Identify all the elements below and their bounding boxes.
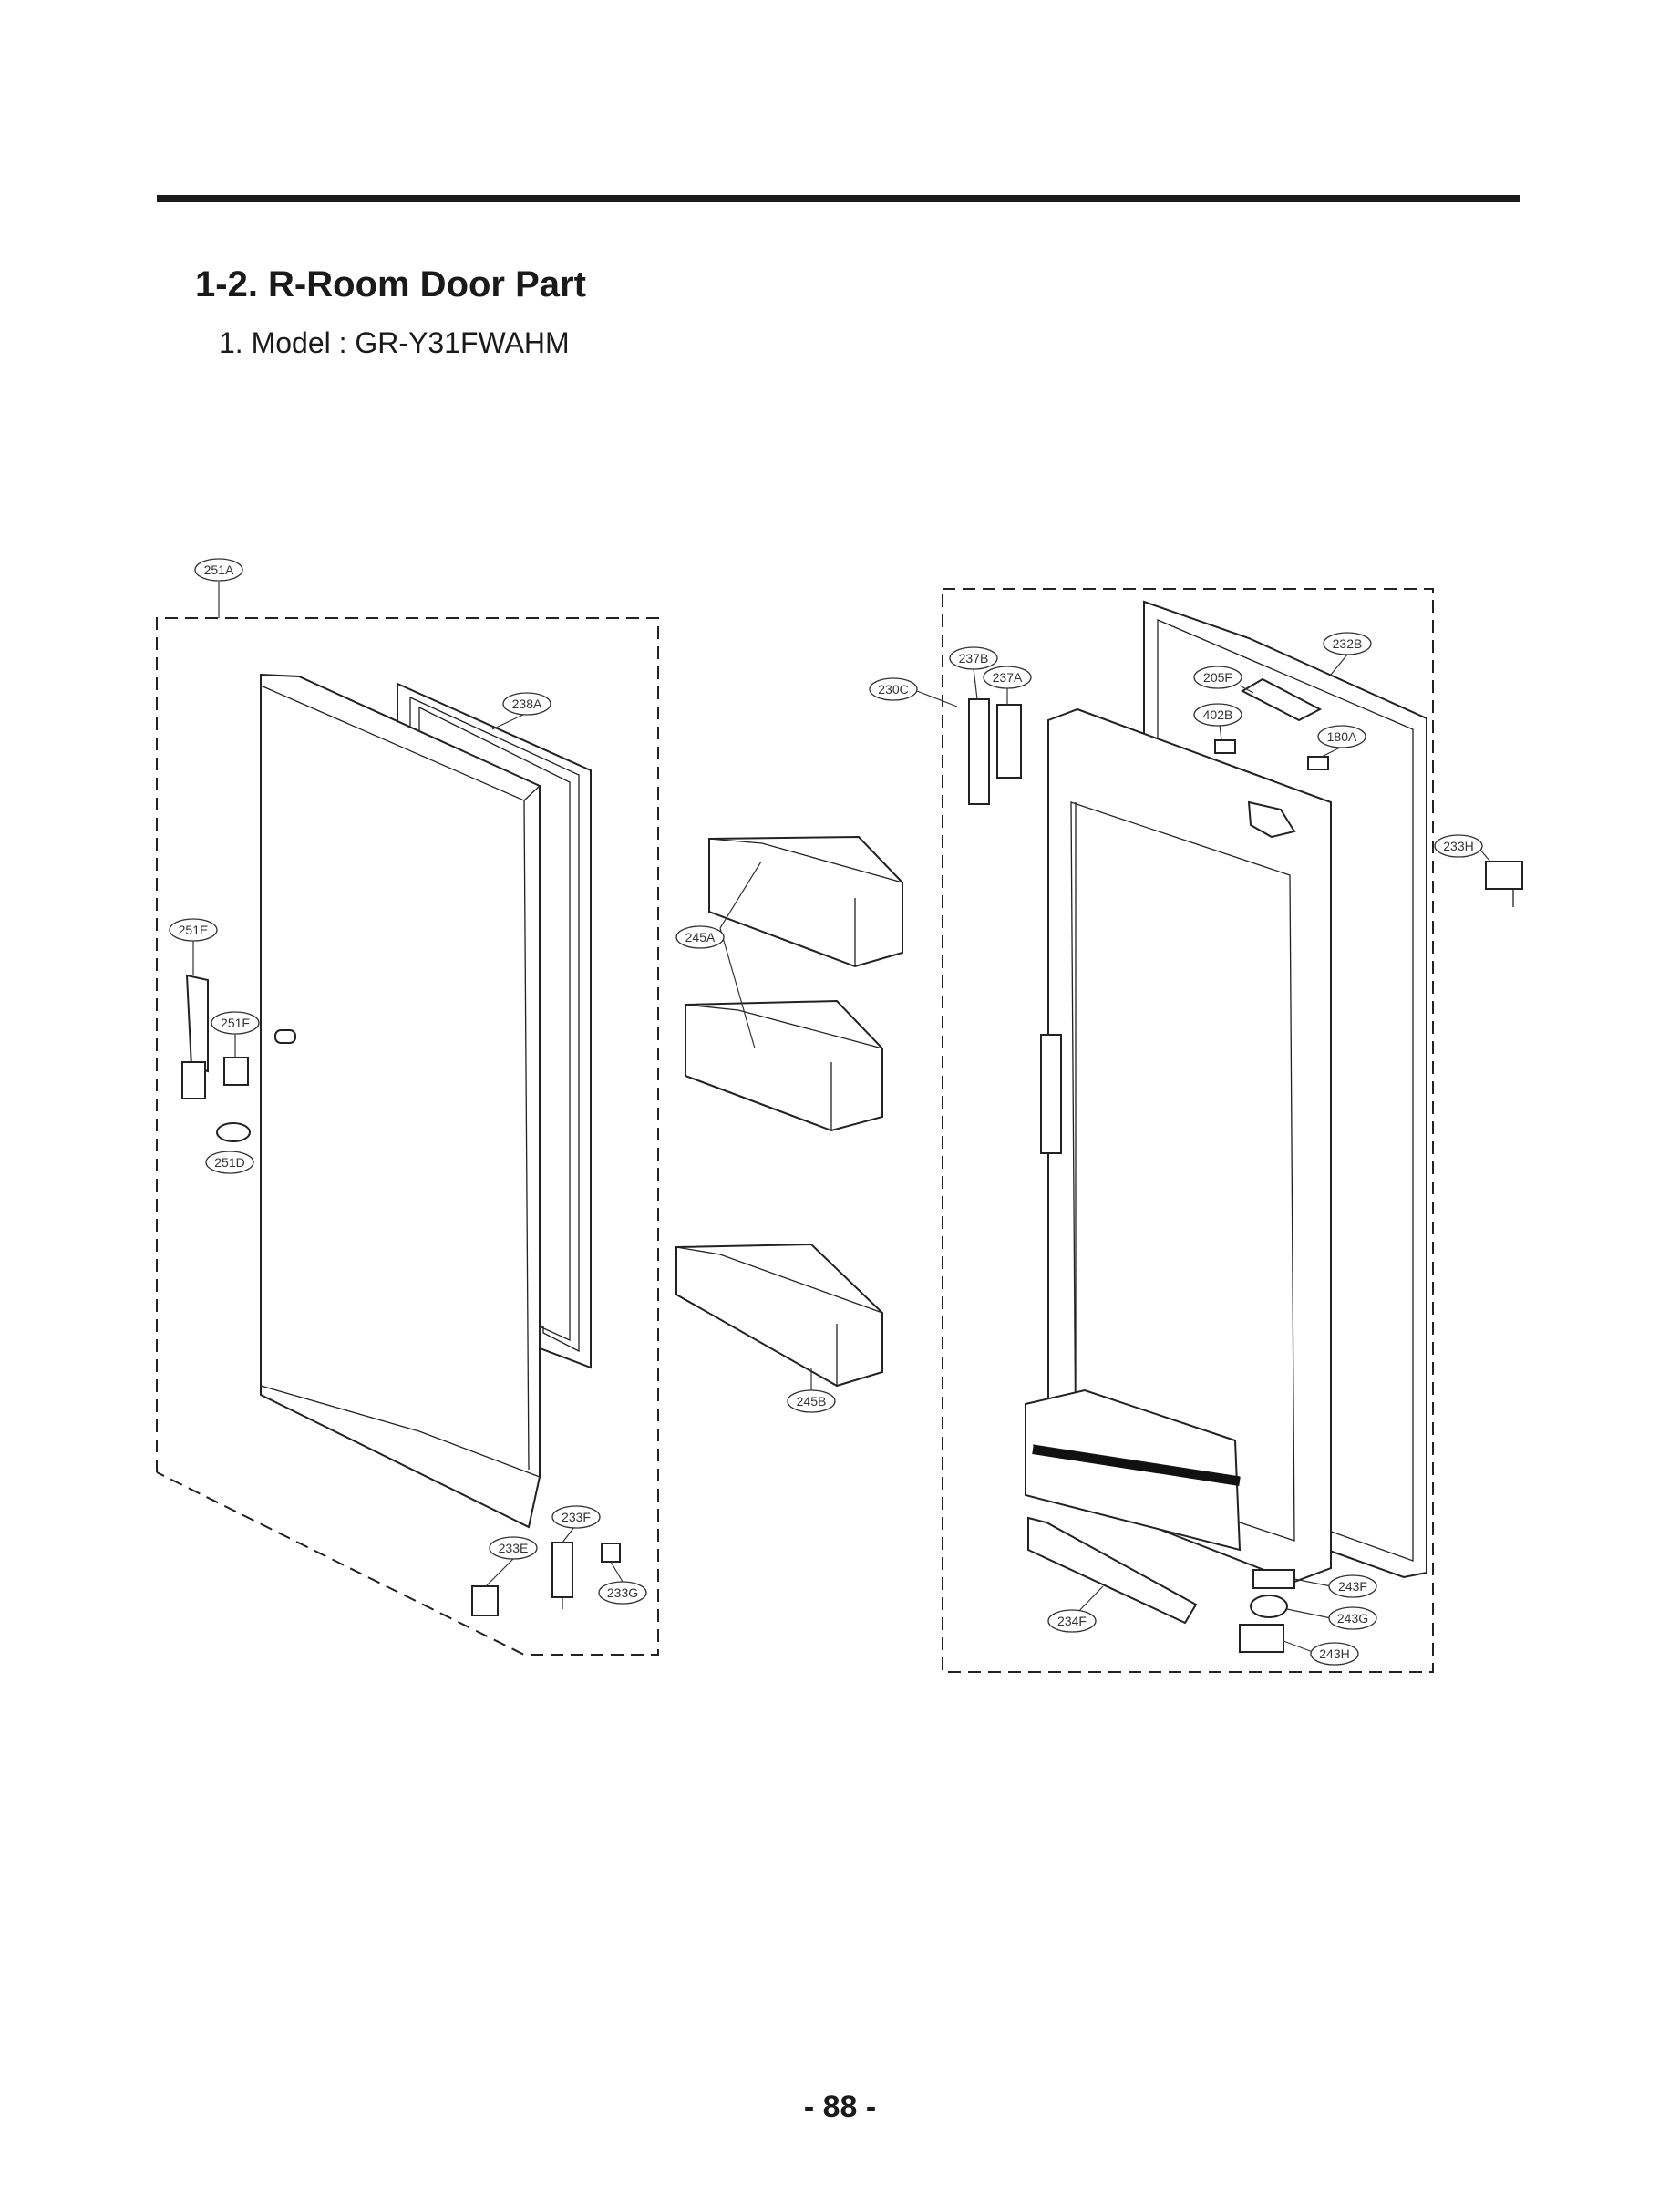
callout-245A: 245A (675, 861, 762, 1049)
svg-text:233E: 233E (499, 1541, 529, 1555)
callout-233G: 233G (598, 1561, 647, 1605)
model-subtitle: 1. Model : GR-Y31FWAHM (219, 326, 570, 359)
callout-233F: 233F (551, 1505, 601, 1543)
hinge-cover-icon (1247, 800, 1296, 839)
callout-234F: 234F (1047, 1585, 1104, 1633)
door-handle-icon (274, 1029, 296, 1044)
page-number: - 88 - (803, 2090, 877, 2124)
svg-text:233F: 233F (562, 1510, 591, 1524)
svg-text:251E: 251E (179, 923, 209, 937)
right-group-boundary (942, 588, 1434, 1673)
svg-text:243F: 243F (1338, 1579, 1367, 1594)
callout-251F: 251F (211, 1011, 260, 1058)
hinge-bracket-left (181, 974, 251, 1142)
callout-251E: 251E (169, 918, 218, 975)
callout-243F: 243F (1293, 1574, 1377, 1598)
svg-text:238A: 238A (512, 697, 542, 711)
callout-402B: 402B (1193, 703, 1242, 741)
svg-text:237A: 237A (993, 670, 1023, 685)
callout-243G: 243G (1286, 1606, 1377, 1630)
callout-245B: 245B (787, 1368, 836, 1413)
callout-233E: 233E (485, 1536, 538, 1587)
door-panel (260, 673, 541, 1529)
svg-text:245B: 245B (797, 1394, 827, 1409)
callout-230C: 230C (869, 677, 958, 707)
door-basket-middle (685, 999, 883, 1132)
callout-238A: 238A (491, 692, 551, 730)
callout-237A: 237A (983, 666, 1032, 705)
svg-text:232B: 232B (1333, 636, 1363, 651)
svg-text:251D: 251D (214, 1155, 244, 1170)
svg-text:243H: 243H (1319, 1646, 1349, 1661)
callout-251A: 251A (194, 558, 243, 582)
callout-232B: 232B (1323, 632, 1372, 676)
callout-237B: 237B (949, 646, 998, 700)
svg-text:243G: 243G (1337, 1611, 1368, 1626)
svg-text:230C: 230C (878, 682, 908, 697)
svg-text:245A: 245A (685, 930, 716, 944)
door-basket-top (708, 835, 903, 968)
callout-180A: 180A (1317, 725, 1366, 758)
hinge-top-parts (968, 677, 1523, 907)
svg-text:237B: 237B (959, 651, 989, 666)
callout-205F: 205F (1193, 666, 1254, 694)
svg-text:251A: 251A (204, 562, 234, 577)
callout-243H: 243H (1283, 1640, 1359, 1666)
door-basket-bottom (675, 1243, 883, 1388)
hinge-small-parts (471, 1542, 621, 1616)
bottom-trim-and-hinge (1027, 1516, 1295, 1653)
header-rule (157, 195, 1520, 202)
inner-door-frame (1025, 707, 1332, 1584)
svg-text:180A: 180A (1327, 729, 1357, 744)
svg-text:402B: 402B (1203, 707, 1233, 722)
callout-251D: 251D (205, 1151, 254, 1174)
svg-text:234F: 234F (1057, 1614, 1087, 1628)
svg-text:233H: 233H (1443, 839, 1473, 853)
page-title: 1-2. R-Room Door Part (195, 264, 586, 304)
callout-233H: 233H (1434, 834, 1491, 862)
svg-text:205F: 205F (1203, 670, 1232, 685)
svg-text:233G: 233G (607, 1585, 638, 1600)
left-group-boundary (156, 617, 659, 1656)
svg-text:251F: 251F (221, 1016, 250, 1030)
